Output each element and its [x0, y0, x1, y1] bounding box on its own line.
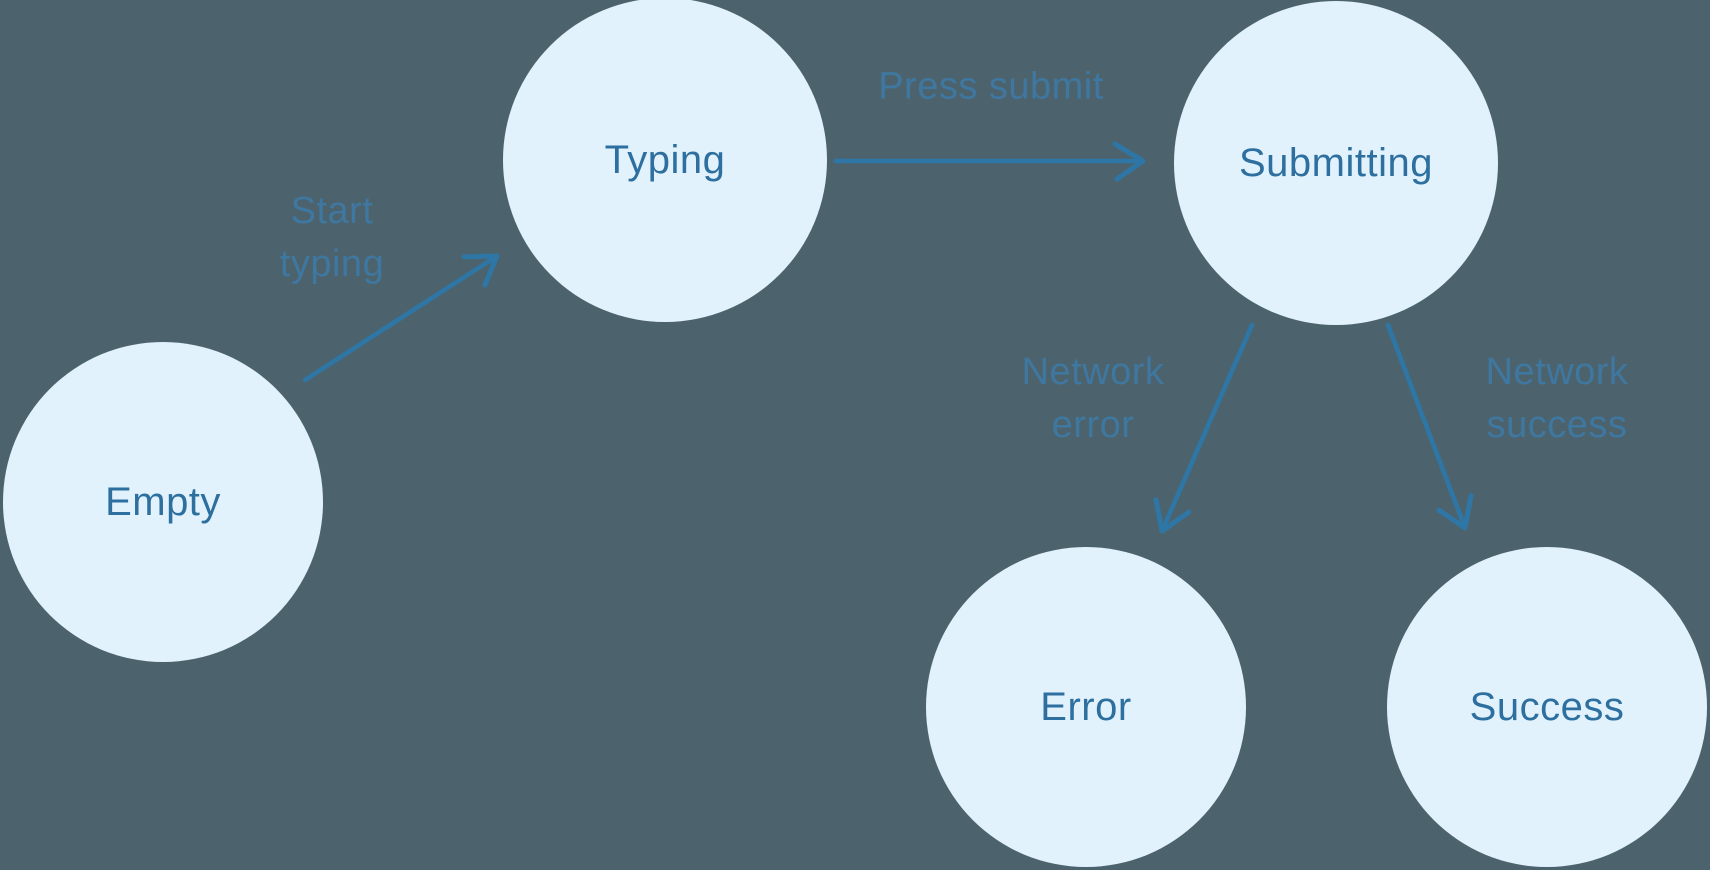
transition-label-network-error: Network error: [1021, 351, 1165, 446]
state-node-error[interactable]: Error: [926, 547, 1246, 867]
state-node-label-submitting: Submitting: [1239, 140, 1433, 185]
state-node-empty[interactable]: Empty: [3, 342, 323, 662]
state-node-label-empty: Empty: [105, 479, 221, 524]
transition-arrow-network-error[interactable]: [1153, 322, 1255, 534]
transition-arrow-start-typing[interactable]: [302, 253, 500, 383]
state-node-label-success: Success: [1469, 684, 1625, 729]
state-node-typing[interactable]: Typing: [503, 0, 827, 322]
transition-label-start-typing: Start typing: [279, 190, 385, 285]
transition-arrow-network-success[interactable]: [1385, 322, 1474, 531]
transition-label-network-success: Network success: [1485, 351, 1629, 446]
state-node-label-error: Error: [1040, 684, 1132, 729]
state-node-submitting[interactable]: Submitting: [1174, 1, 1498, 325]
transition-label-press-submit: Press submit: [878, 65, 1104, 108]
state-node-label-typing: Typing: [604, 137, 726, 182]
state-node-success[interactable]: Success: [1387, 547, 1707, 867]
